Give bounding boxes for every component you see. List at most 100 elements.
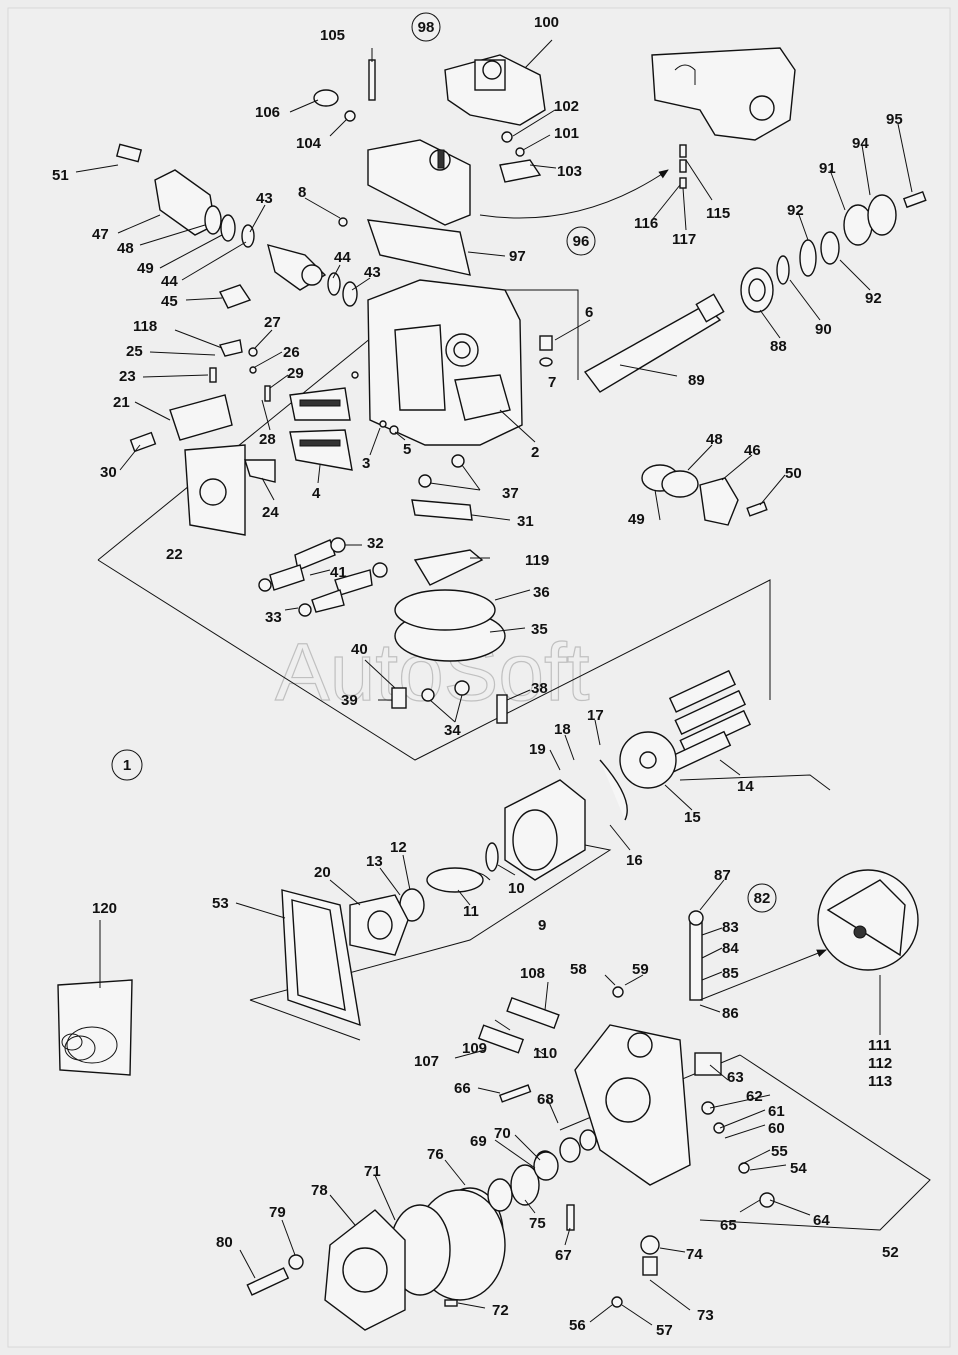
swashplate-bearing — [289, 371, 399, 471]
label-119: 119 — [525, 552, 549, 569]
label-86: 86 — [722, 1005, 739, 1022]
label-40: 40 — [351, 641, 368, 658]
label-10: 10 — [508, 880, 525, 897]
compensator-body — [129, 339, 276, 536]
label-57: 57 — [656, 1322, 673, 1339]
label-17: 17 — [587, 707, 604, 724]
label-39: 39 — [341, 692, 358, 709]
drive-shaft-assembly — [583, 190, 927, 393]
callout-1: 1 — [111, 749, 143, 781]
label-95: 95 — [886, 111, 903, 128]
label-120: 120 — [92, 900, 117, 917]
label-46: 46 — [744, 442, 761, 459]
label-34: 34 — [444, 722, 461, 739]
label-115: 115 — [706, 205, 730, 222]
label-41: 41 — [330, 564, 347, 581]
label-5: 5 — [403, 441, 411, 458]
label-55: 55 — [771, 1143, 788, 1160]
leader-lines — [75, 39, 913, 1326]
label-7: 7 — [548, 374, 556, 391]
label-32: 32 — [367, 535, 384, 552]
label-101: 101 — [554, 125, 579, 142]
label-104: 104 — [296, 135, 322, 152]
detail-inset-111 — [699, 869, 919, 1001]
label-71: 71 — [364, 1163, 381, 1180]
label-15: 15 — [684, 809, 701, 826]
svg-text:96: 96 — [573, 233, 590, 250]
label-88: 88 — [770, 338, 787, 355]
label-48-b: 48 — [706, 431, 723, 448]
label-62: 62 — [746, 1088, 763, 1105]
label-118: 118 — [133, 318, 157, 335]
label-26: 26 — [283, 344, 300, 361]
label-84: 84 — [722, 940, 739, 957]
label-102: 102 — [554, 98, 579, 115]
svg-text:82: 82 — [754, 890, 771, 907]
label-48-a: 48 — [117, 240, 134, 257]
label-73: 73 — [697, 1307, 714, 1324]
label-78: 78 — [311, 1182, 328, 1199]
label-67: 67 — [555, 1247, 572, 1264]
label-103: 103 — [557, 163, 582, 180]
control-valve-assembly — [313, 54, 546, 276]
label-92-a: 92 — [787, 202, 804, 219]
label-91: 91 — [819, 160, 836, 177]
label-13: 13 — [366, 853, 383, 870]
label-22: 22 — [166, 546, 183, 563]
swashplate-and-springs — [258, 454, 508, 724]
servo-cylinder-parts — [115, 143, 358, 309]
callout-98: 98 — [411, 12, 441, 42]
label-49-a: 49 — [137, 260, 154, 277]
label-116: 116 — [634, 215, 658, 232]
label-89: 89 — [688, 372, 705, 389]
svg-text:98: 98 — [418, 19, 435, 36]
label-64: 64 — [813, 1212, 830, 1229]
label-69: 69 — [470, 1133, 487, 1150]
label-25: 25 — [126, 343, 143, 360]
label-37: 37 — [502, 485, 519, 502]
callout-96: 96 — [566, 226, 596, 256]
label-36: 36 — [533, 584, 550, 601]
label-14: 14 — [737, 778, 754, 795]
label-70: 70 — [494, 1125, 511, 1142]
label-31: 31 — [517, 513, 534, 530]
label-66: 66 — [454, 1080, 471, 1097]
seal-kit-120 — [57, 979, 133, 1076]
callout-82: 82 — [747, 883, 777, 913]
label-33: 33 — [265, 609, 282, 626]
label-85: 85 — [722, 965, 739, 982]
label-56: 56 — [569, 1317, 586, 1334]
label-68: 68 — [537, 1091, 554, 1108]
label-21: 21 — [113, 394, 130, 411]
label-23: 23 — [119, 368, 136, 385]
label-107: 107 — [414, 1053, 439, 1070]
label-79: 79 — [269, 1204, 286, 1221]
label-117: 117 — [672, 231, 696, 248]
label-54: 54 — [790, 1160, 807, 1177]
label-61: 61 — [768, 1103, 785, 1120]
label-11: 11 — [463, 903, 479, 920]
label-58: 58 — [570, 961, 587, 978]
label-16: 16 — [626, 852, 643, 869]
label-63: 63 — [727, 1069, 744, 1086]
end-cover-46 — [641, 464, 768, 526]
label-105: 105 — [320, 27, 345, 44]
label-90: 90 — [815, 321, 832, 338]
label-97: 97 — [509, 248, 526, 265]
svg-text:1: 1 — [123, 757, 131, 774]
label-19: 19 — [529, 741, 546, 758]
label-112: 112 — [868, 1055, 892, 1072]
label-80: 80 — [216, 1234, 233, 1251]
label-76: 76 — [427, 1146, 444, 1163]
label-9: 9 — [538, 917, 546, 934]
label-18: 18 — [554, 721, 571, 738]
cover-plate-96 — [479, 47, 796, 219]
label-52: 52 — [882, 1244, 899, 1261]
label-6: 6 — [585, 304, 593, 321]
label-65: 65 — [720, 1217, 737, 1234]
main-housing — [338, 217, 553, 446]
piston-set — [599, 669, 752, 821]
label-94: 94 — [852, 135, 869, 152]
label-49-b: 49 — [628, 511, 645, 528]
label-106: 106 — [255, 104, 280, 121]
